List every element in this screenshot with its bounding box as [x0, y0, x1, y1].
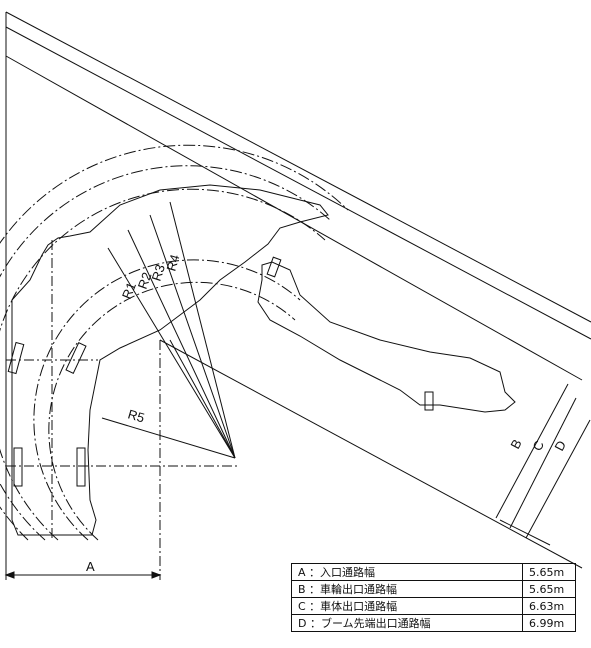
label-a: A	[86, 559, 95, 574]
center-axes	[6, 240, 240, 580]
legend-key-b: B ：車輪出口通路幅	[291, 580, 523, 598]
wheel-marks	[7, 256, 434, 487]
legend-row: B ：車輪出口通路幅 5.65m	[291, 580, 576, 598]
dimension-bcd	[495, 383, 591, 546]
legend-value-a: 5.65m	[522, 563, 576, 581]
label-r5: R5	[126, 406, 146, 425]
legend-value-c: 6.63m	[522, 597, 576, 615]
label-d: D	[551, 438, 569, 453]
label-r4: R4	[163, 253, 182, 273]
dimension-legend-table: A ：入口通路幅 5.65m B ：車輪出口通路幅 5.65m C ：車体出口通…	[291, 563, 576, 632]
legend-row: C ：車体出口通路幅 6.63m	[291, 597, 576, 615]
road-outer-edge	[5, 11, 591, 340]
vehicle-outline-exit	[257, 261, 516, 413]
label-r1: R1	[119, 280, 139, 301]
label-r3: R3	[149, 262, 168, 282]
road-inner-edge	[5, 55, 583, 569]
legend-value-d: 6.99m	[522, 614, 576, 632]
vehicle-outline-turning	[11, 184, 329, 536]
legend-row: D ：ブーム先端出口通路幅 6.99m	[291, 614, 576, 632]
label-r2: R2	[135, 270, 155, 291]
radius-lines	[101, 201, 236, 459]
diagram-labels: A B C D R1 R2 R3 R4 R5	[86, 253, 569, 574]
legend-key-a: A ：入口通路幅	[291, 563, 523, 581]
label-b: B	[507, 437, 524, 452]
legend-key-d: D ：ブーム先端出口通路幅	[291, 614, 523, 632]
dimension-a	[4, 571, 162, 579]
legend-key-c: C ：車体出口通路幅	[291, 597, 523, 615]
legend-row: A ：入口通路幅 5.65m	[291, 563, 576, 581]
legend-value-b: 5.65m	[522, 580, 576, 598]
